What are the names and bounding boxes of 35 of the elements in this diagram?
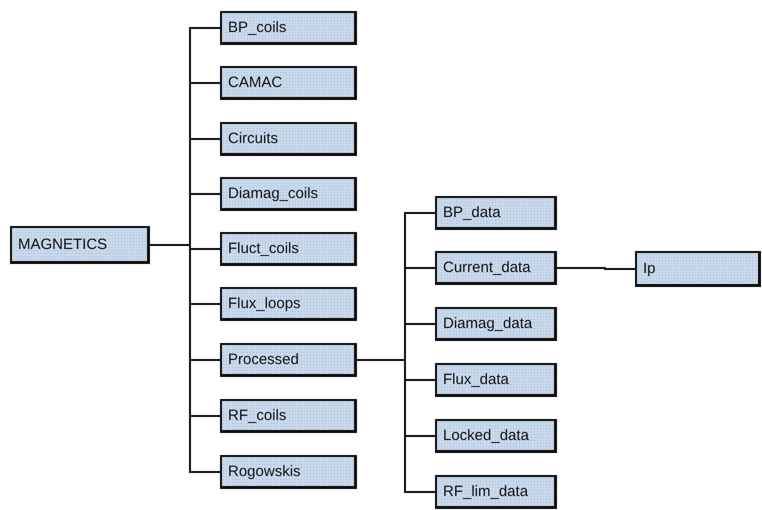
node-label: Current_data — [443, 259, 531, 276]
connector-line — [557, 267, 635, 270]
tree-node-box — [220, 455, 357, 489]
node-label: Flux_data — [443, 371, 509, 388]
node-label: Diamag_coils — [228, 185, 318, 202]
tree-node-box — [435, 307, 557, 341]
node-label: Fluct_coils — [228, 240, 299, 257]
tree-node-box — [435, 419, 557, 453]
node-label: RF_coils — [228, 407, 286, 424]
node-label: Diamag_data — [443, 315, 532, 332]
tree-node-box — [220, 11, 357, 45]
tree-node-box — [435, 196, 557, 230]
tree-node-box — [220, 232, 357, 266]
node-label: BP_data — [443, 204, 501, 221]
tree-node-box — [435, 475, 557, 509]
node-label: Processed — [228, 351, 299, 368]
tree-node-box — [10, 226, 150, 264]
tree-node-box — [220, 66, 357, 100]
tree-node-box — [220, 122, 357, 156]
tree-node-box — [220, 177, 357, 211]
node-label: Ip — [643, 260, 656, 277]
tree-node-box — [220, 343, 357, 377]
node-label: Circuits — [228, 130, 278, 147]
tree-node-box — [435, 363, 557, 397]
node-label: BP_coils — [228, 19, 286, 36]
node-label: Flux_loops — [228, 295, 301, 312]
tree-node-box — [635, 251, 761, 287]
node-label: Rogowskis — [228, 463, 301, 480]
tree-node-box — [220, 399, 357, 433]
tree-node-box — [435, 251, 557, 285]
node-label: RF_lim_data — [443, 483, 528, 500]
node-label: Locked_data — [443, 427, 529, 444]
node-label: CAMAC — [228, 74, 282, 91]
tree-node-box — [220, 287, 357, 321]
node-label: MAGNETICS — [18, 236, 108, 253]
